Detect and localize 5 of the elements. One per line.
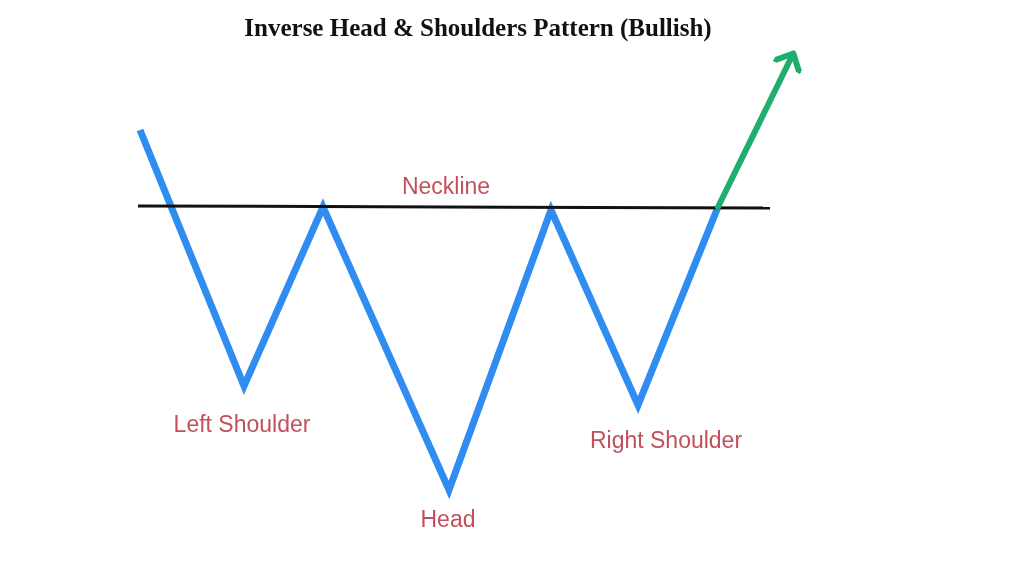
pattern-label: Right Shoulder [589, 427, 743, 454]
chart-title: Inverse Head & Shoulders Pattern (Bullish) [243, 14, 713, 42]
pattern-label: Neckline [401, 173, 491, 200]
pattern-label: Head [420, 506, 476, 533]
pattern-label: Left Shoulder [173, 411, 311, 438]
